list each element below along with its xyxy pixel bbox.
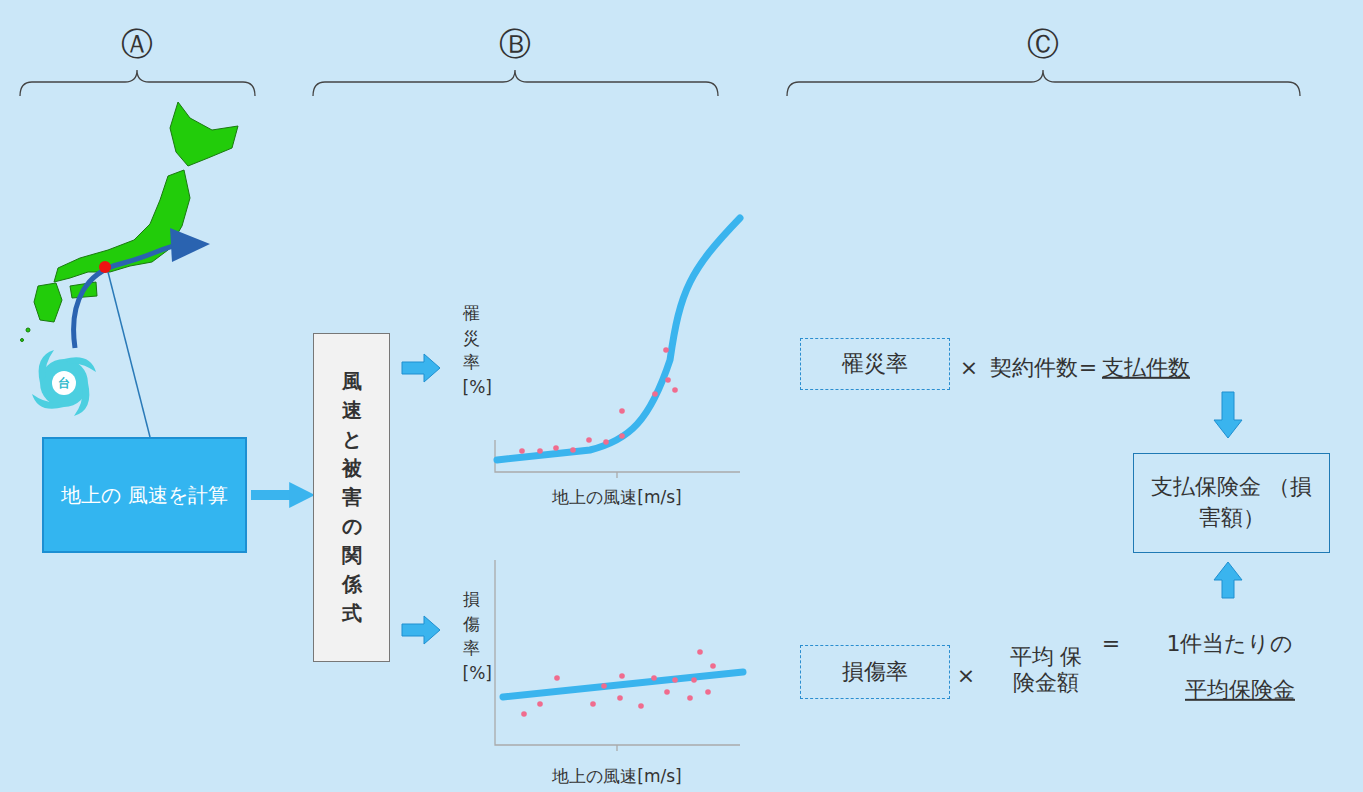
- axis-title: 罹災率[%]: [463, 301, 480, 400]
- formula-text: 平均 保険金額: [1000, 644, 1092, 697]
- formula-text: 地上の風速[m/s]: [552, 487, 681, 507]
- flow-arrow: [251, 490, 297, 500]
- fit-line: [503, 672, 743, 697]
- formula-text: 1件当たりの: [1167, 631, 1294, 657]
- formula-text: ×: [957, 663, 975, 689]
- track-arrowhead: [170, 228, 210, 262]
- formula-text: 地上の風速[m/s]: [552, 766, 681, 786]
- block-arrow: [402, 354, 1242, 644]
- node-text: 地上の 風速を計算: [61, 481, 227, 509]
- section-marker: Ⓒ: [1027, 25, 1059, 63]
- formula-box: 風速と被害の関係式: [313, 333, 390, 662]
- data-points: [519, 347, 678, 454]
- result-box: 支払保険金 （損害額）: [1133, 453, 1330, 553]
- formula-text: =: [1102, 631, 1120, 657]
- chart-axes: [495, 440, 740, 751]
- typhoon-icon: [32, 350, 96, 416]
- formula-text: 契約件数: [990, 355, 1078, 381]
- formula-text: 平均保険金: [1185, 677, 1295, 703]
- node-text: 支払保険金 （損害額）: [1143, 472, 1320, 534]
- axis-title: 損傷率[%]: [463, 587, 480, 686]
- data-points: [521, 649, 716, 717]
- formula-text: =: [1079, 355, 1097, 381]
- section-marker: Ⓐ: [121, 25, 153, 63]
- icon-glyph: 台: [58, 376, 70, 390]
- section-marker: Ⓑ: [499, 25, 531, 63]
- typhoon-track: [74, 244, 182, 348]
- fit-curve: [497, 218, 740, 460]
- node-text: 罹災率: [842, 349, 908, 380]
- process-box: 地上の 風速を計算: [42, 437, 247, 553]
- formula-text: 支払件数: [1102, 355, 1190, 381]
- node-text: 損傷率: [842, 657, 908, 688]
- rate-box: 罹災率: [800, 338, 950, 390]
- node-text: 風速と被害の関係式: [342, 367, 362, 628]
- formula-text: ×: [960, 355, 978, 381]
- leader-line: [108, 272, 150, 437]
- japan-map: [21, 102, 239, 342]
- rate-box: 損傷率: [800, 645, 950, 699]
- bracket: [20, 70, 1300, 96]
- location-dot: [99, 261, 111, 273]
